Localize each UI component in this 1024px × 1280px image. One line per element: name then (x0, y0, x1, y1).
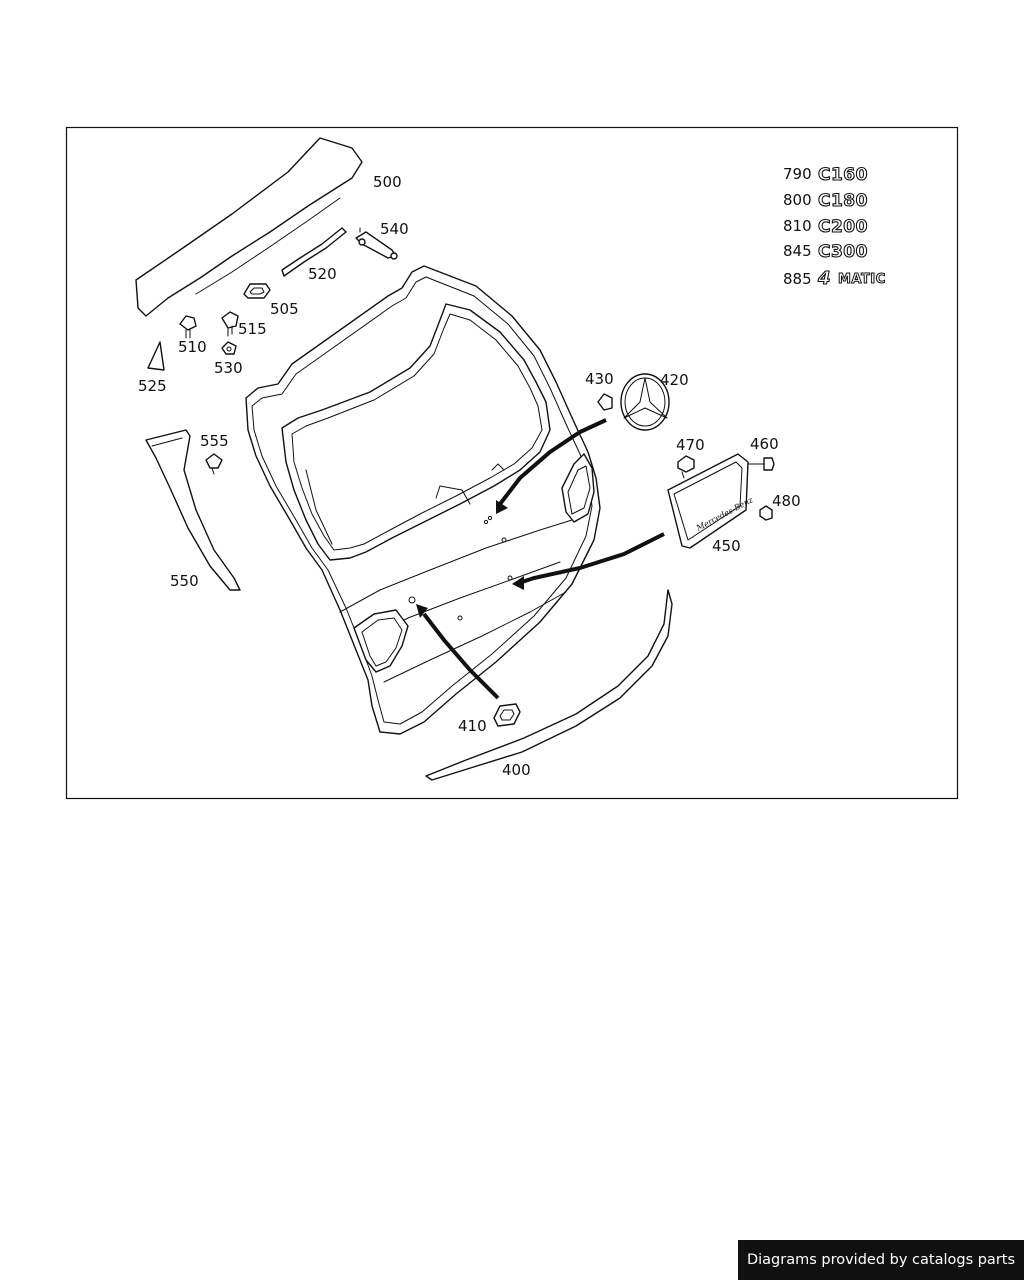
callout-420: 420 (660, 371, 689, 389)
badge-model-c300: C300 (818, 242, 868, 262)
part-410-switch (493, 703, 521, 727)
callout-410: 410 (458, 717, 487, 735)
part-480-nut (759, 505, 773, 521)
callout-470: 470 (676, 436, 705, 454)
badge-number-810: 810 (783, 217, 812, 235)
callout-labels: 500 540 520 505 510 515 530 525 555 550 … (138, 173, 801, 779)
callout-510: 510 (178, 338, 207, 356)
badge-number-885: 885 (783, 270, 812, 288)
badge-model-4: 4 (817, 268, 831, 289)
badge-number-790: 790 (783, 165, 812, 183)
badge-model-c200: C200 (818, 217, 868, 237)
part-525-cap (147, 341, 165, 371)
callout-500: 500 (373, 173, 402, 191)
badge-number-800: 800 (783, 191, 812, 209)
callout-450: 450 (712, 537, 741, 555)
callout-550: 550 (170, 572, 199, 590)
indicator-arrows (416, 418, 665, 700)
callout-460: 460 (750, 435, 779, 453)
part-510-clip (179, 315, 197, 339)
callout-525: 525 (138, 377, 167, 395)
callout-480: 480 (772, 492, 801, 510)
badge-model-matic: MATIC (838, 272, 886, 287)
callout-505: 505 (270, 300, 299, 318)
part-550-side-trim (145, 429, 241, 591)
callout-430: 430 (585, 370, 614, 388)
part-505-grommet (243, 283, 271, 299)
badge-model-c160: C160 (818, 165, 868, 185)
badge-number-845: 845 (783, 242, 812, 260)
part-420-star-emblem (620, 373, 670, 431)
part-460-screw (747, 457, 775, 471)
callout-515: 515 (238, 320, 267, 338)
footer-credit: Diagrams provided by catalogs parts (738, 1240, 1024, 1280)
liftgate-body (245, 265, 601, 735)
part-470-bolt (677, 455, 695, 479)
footer-credit-text: Diagrams provided by catalogs parts (746, 1252, 1016, 1268)
callout-540: 540 (380, 220, 409, 238)
diagram-frame (65, 126, 959, 800)
part-540-bracket (355, 227, 398, 260)
part-430-grommet (597, 393, 613, 411)
part-555-clip (205, 453, 223, 475)
part-530-nut (221, 341, 237, 355)
part-500-spoiler (135, 137, 363, 317)
callout-530: 530 (214, 359, 243, 377)
badge-legend: 790 C160 800 C180 810 C200 845 C300 885 … (783, 164, 886, 289)
part-515-clip (221, 311, 239, 337)
callout-400: 400 (502, 761, 531, 779)
callout-555: 555 (200, 432, 229, 450)
badge-model-c180: C180 (818, 191, 868, 211)
callout-520: 520 (308, 265, 337, 283)
part-520-seal-strip (281, 227, 347, 277)
part-400-trim-strip (425, 589, 673, 781)
